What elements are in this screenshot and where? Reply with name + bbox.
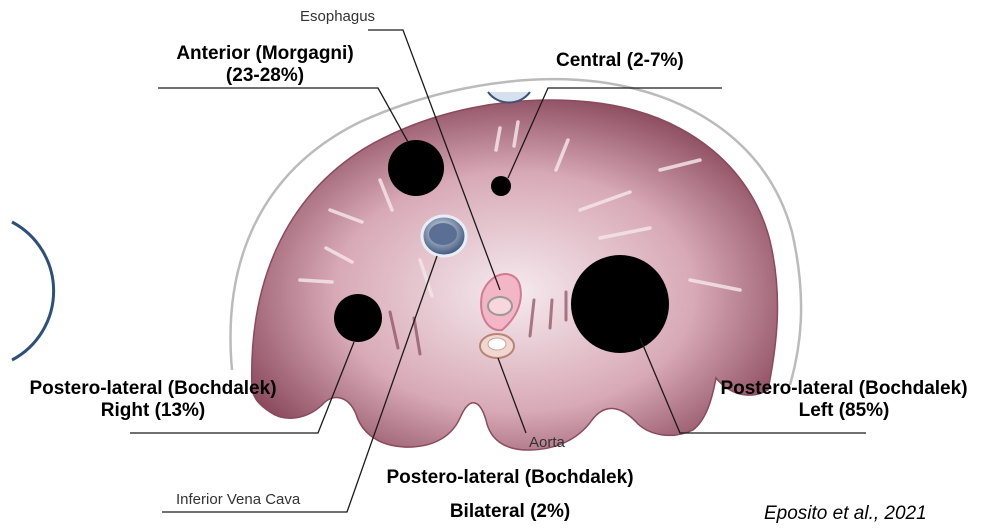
decorative-ring-arc xyxy=(12,222,54,360)
bilateral-bochdalek-label: Postero-lateral (Bochdalek) Bilateral (2… xyxy=(360,467,660,523)
right-bochdalek-percent: Right (13%) xyxy=(18,400,288,422)
defect-left-bochdalek xyxy=(571,255,669,353)
defect-central xyxy=(491,176,511,196)
central-label: Central (2-7%) xyxy=(556,50,684,72)
citation: Eposito et al., 2021 xyxy=(764,503,927,525)
bilateral-bochdalek-title: Postero-lateral (Bochdalek) xyxy=(360,467,660,489)
defect-anterior-morgagni xyxy=(388,140,444,196)
aorta-label: Aorta xyxy=(529,434,565,451)
anterior-morgagni-label: Anterior (Morgagni) (23-28%) xyxy=(160,43,370,87)
anterior-morgagni-percent: (23-28%) xyxy=(160,65,370,87)
anterior-morgagni-title: Anterior (Morgagni) xyxy=(160,43,370,65)
ivc-inner xyxy=(429,223,457,245)
aorta-inner xyxy=(488,338,506,350)
ivc-label: Inferior Vena Cava xyxy=(176,491,300,508)
esophagus-ring xyxy=(488,297,512,315)
left-bochdalek-label: Postero-lateral (Bochdalek) Left (85%) xyxy=(704,378,984,422)
left-bochdalek-title: Postero-lateral (Bochdalek) xyxy=(704,378,984,400)
right-bochdalek-title: Postero-lateral (Bochdalek) xyxy=(18,378,288,400)
diaphragm-body xyxy=(252,100,778,450)
left-bochdalek-percent: Left (85%) xyxy=(704,400,984,422)
leader-anterior xyxy=(158,88,408,142)
right-bochdalek-label: Postero-lateral (Bochdalek) Right (13%) xyxy=(18,378,288,422)
esophagus-label: Esophagus xyxy=(300,8,375,25)
bilateral-bochdalek-percent: Bilateral (2%) xyxy=(360,501,660,523)
defect-right-bochdalek xyxy=(334,294,382,342)
